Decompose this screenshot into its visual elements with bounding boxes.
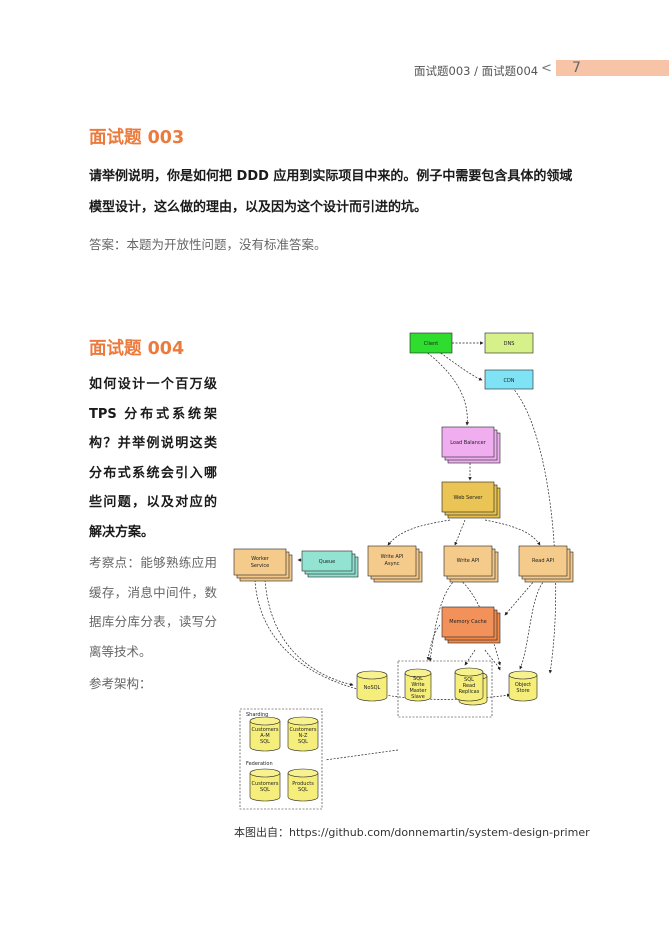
sql-write-l1: SQL (413, 676, 423, 682)
nosql-db (356, 670, 388, 702)
client-label: Client (424, 341, 439, 347)
prod-sql-l1: Products (292, 781, 314, 787)
queue-node (301, 550, 359, 578)
products-sql-db (287, 768, 319, 802)
header-caret: < (541, 61, 552, 76)
architecture-diagram: Client DNS CDN Load Balancer Web Server … (233, 332, 574, 810)
write-api-label: Write API (457, 558, 480, 564)
worker-label-1: Worker (251, 556, 270, 562)
diagram-caption: 本图出自：https://github.com/donnemartin/syst… (234, 826, 590, 839)
read-api-label: Read API (532, 558, 554, 564)
cust-nz-l1: Customers (290, 727, 317, 733)
cust-am-l3: SQL (260, 739, 270, 745)
web-server-node (441, 481, 501, 519)
sql-read-replicas-db (454, 667, 488, 706)
q003-title: 面试题 003 (89, 128, 185, 148)
load-balancer-node (441, 426, 501, 464)
cust-sql-l1: Customers (252, 781, 279, 787)
dns-label: DNS (504, 341, 515, 347)
cdn-label: CDN (503, 378, 514, 384)
header-bar (556, 60, 669, 76)
prod-sql-l2: SQL (298, 787, 308, 793)
cust-am-l1: Customers (252, 727, 279, 733)
sql-read-l2: Read (463, 683, 476, 689)
queue-label: Queue (319, 559, 335, 565)
dns-node (484, 332, 534, 354)
object-store-l1: Object (515, 682, 531, 688)
client-node (409, 332, 453, 354)
customers-am-db (249, 716, 281, 752)
memory-cache-node (441, 606, 501, 644)
sql-group (397, 660, 493, 718)
object-store-db (508, 670, 538, 702)
web-server-label: Web Server (454, 495, 484, 501)
customers-sql-db (249, 768, 281, 802)
sql-write-l3: Master (409, 688, 427, 694)
header-breadcrumb: 面试题003 / 面试题004 (414, 64, 539, 78)
cust-sql-l2: SQL (260, 787, 270, 793)
cdn-node (484, 369, 534, 390)
q004-points: 考察点：能够熟练应用缓存，消息中间件，数据库分库分表，读写分离等技术。 (89, 555, 217, 659)
worker-label-2: Service (251, 563, 269, 569)
sql-read-l3: Replicas (459, 689, 480, 695)
read-api-node (518, 545, 574, 583)
write-async-label-1: Write API (381, 554, 404, 560)
q004-question: 如何设计一个百万级 TPS 分布式系统架构？并举例说明这类分布式系统会引入哪些问… (89, 377, 217, 540)
cust-nz-l3: SQL (298, 739, 308, 745)
nosql-label: NoSQL (364, 685, 381, 691)
federation-label: Federation (246, 761, 273, 767)
sql-write-master-db (404, 668, 432, 702)
page-number: 7 (572, 60, 581, 76)
worker-service-node (233, 548, 293, 582)
customers-nz-db (287, 716, 319, 752)
sql-read-l1: SQL (464, 677, 474, 683)
write-async-label-2: Async (385, 561, 400, 567)
q004-title: 面试题 004 (89, 339, 185, 359)
sql-write-l4: Slave (411, 694, 425, 700)
cust-am-l2: A-M (260, 733, 269, 739)
sql-write-l2: Write (411, 682, 424, 688)
write-api-async-node (367, 545, 423, 583)
memory-cache-label: Memory Cache (449, 619, 486, 625)
q003-question: 请举例说明，你是如何把 DDD 应用到实际项目中来的。例子中需要包含具体的领域模… (89, 169, 573, 215)
q004-reference: 参考架构： (89, 676, 152, 691)
cust-nz-l2: N-Z (299, 733, 309, 739)
sharding-label: Sharding (246, 712, 268, 718)
q003-answer: 答案：本题为开放性问题，没有标准答案。 (89, 237, 327, 252)
load-balancer-label: Load Balancer (450, 440, 487, 446)
write-api-node (443, 545, 499, 583)
object-store-l2: Store (516, 688, 529, 694)
